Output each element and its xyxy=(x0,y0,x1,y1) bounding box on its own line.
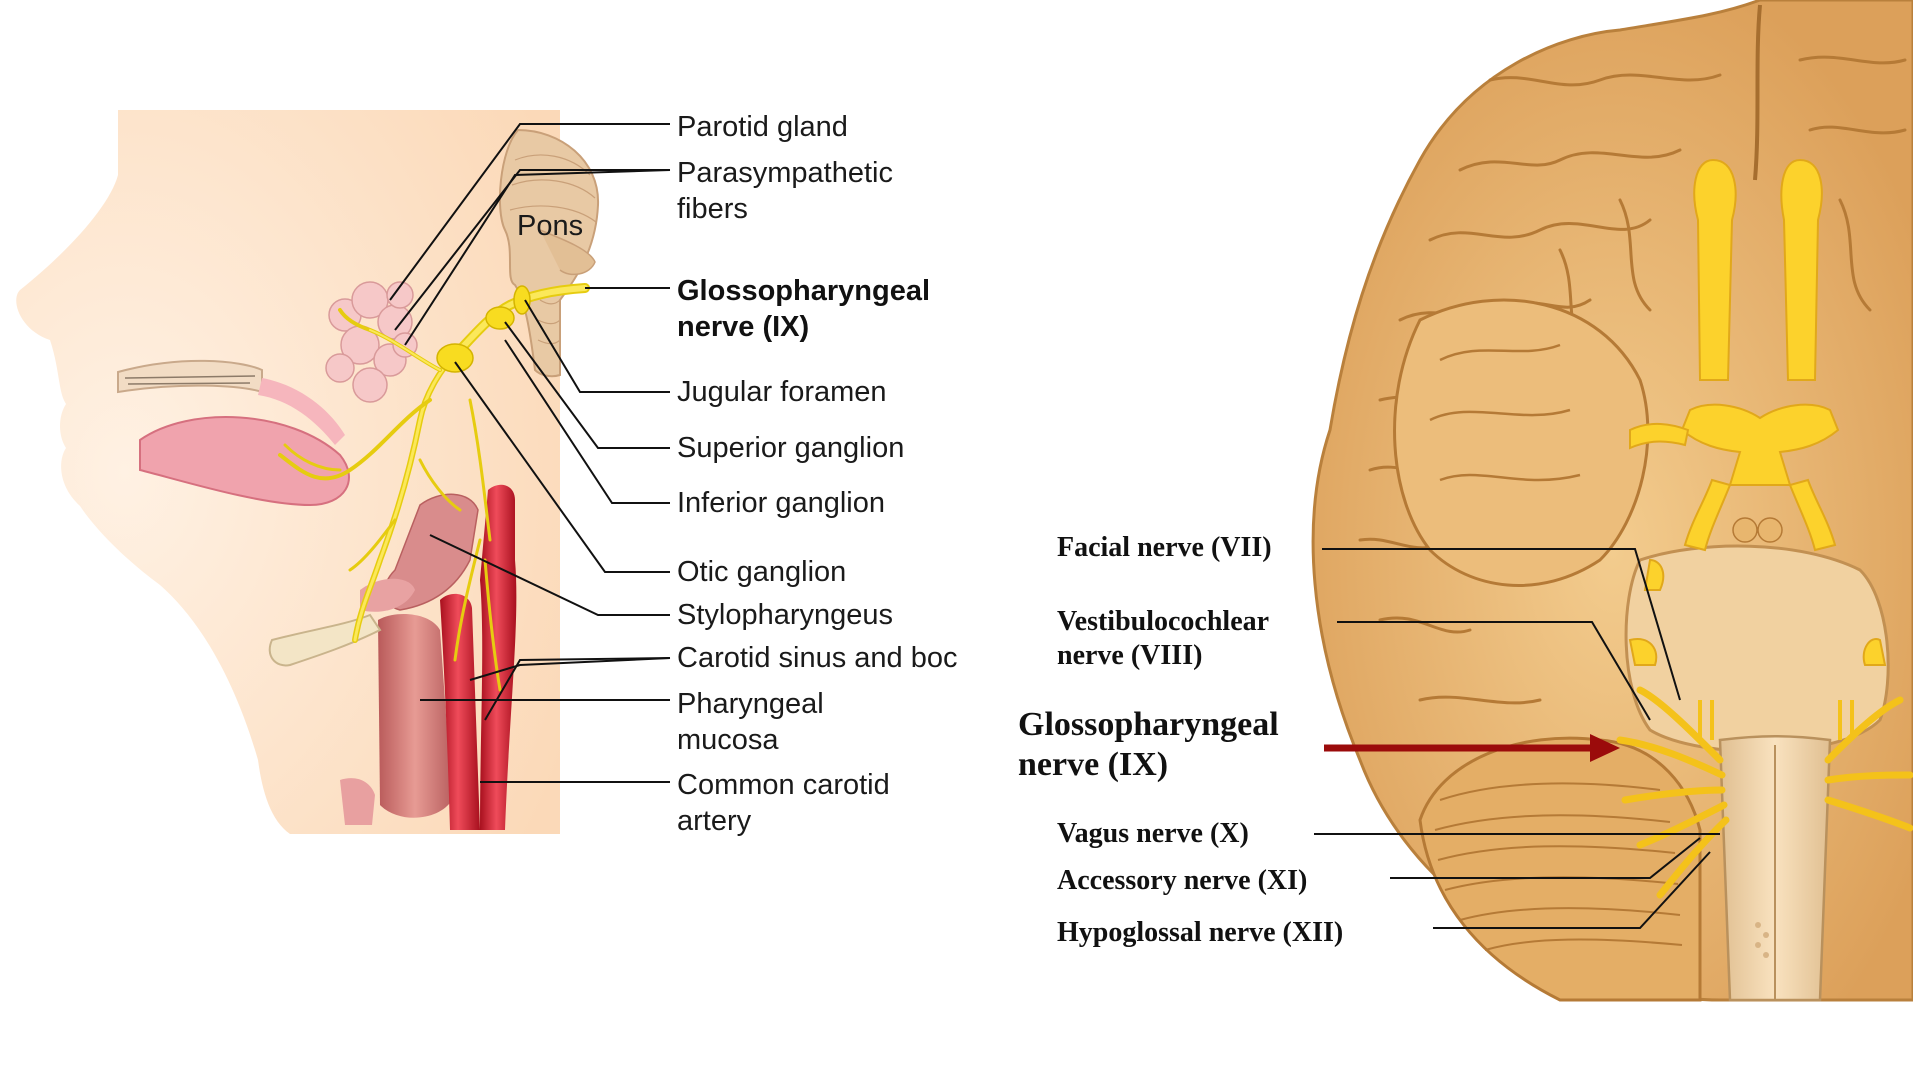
jugular-foramen-shape xyxy=(514,286,530,314)
label-otic-ganglion: Otic ganglion xyxy=(677,554,846,590)
label-hypoglossal-nerve: Hypoglossal nerve (XII) xyxy=(1057,916,1343,950)
label-glossopharyngeal-nerve: Glossopharyngeal nerve (IX) xyxy=(677,273,930,345)
pharynx xyxy=(378,614,452,818)
label-common-carotid-artery: Common carotid artery xyxy=(677,767,890,839)
brain-inferior-view xyxy=(1313,0,1913,1000)
temporal-lobe xyxy=(1395,300,1648,585)
label-accessory-nerve: Accessory nerve (XI) xyxy=(1057,864,1307,898)
cerebellum xyxy=(1420,738,1700,1000)
label-superior-ganglion: Superior ganglion xyxy=(677,430,904,466)
superior-ganglion-shape xyxy=(486,307,514,329)
label-parotid-gland: Parotid gland xyxy=(677,109,848,145)
label-pharyngeal-mucosa: Pharyngeal mucosa xyxy=(677,686,824,758)
label-facial-nerve: Facial nerve (VII) xyxy=(1057,531,1272,565)
label-vagus-nerve: Vagus nerve (X) xyxy=(1057,817,1249,851)
label-inferior-ganglion: Inferior ganglion xyxy=(677,485,885,521)
label-glossopharyngeal-nerve-ix: Glossopharyngeal nerve (IX) xyxy=(1018,705,1279,785)
inferior-ganglion-shape xyxy=(437,344,473,372)
label-jugular-foramen: Jugular foramen xyxy=(677,374,887,410)
label-vestibulocochlear-nerve: Vestibulocochlear nerve (VIII) xyxy=(1057,605,1269,673)
label-carotid-sinus: Carotid sinus and boc xyxy=(677,640,968,676)
label-stylopharyngeus: Stylopharyngeus xyxy=(677,597,893,633)
label-pons: Pons xyxy=(517,208,583,244)
label-parasympathetic-fibers: Parasympathetic fibers xyxy=(677,155,893,227)
